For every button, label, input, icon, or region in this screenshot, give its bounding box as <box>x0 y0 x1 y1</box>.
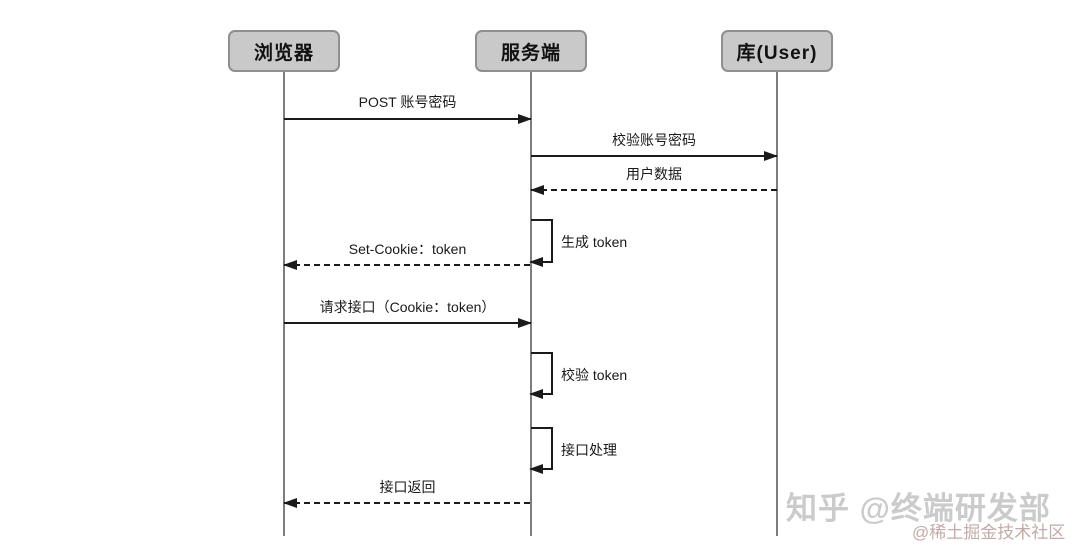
watermark-juejin: @稀土掘金技术社区 <box>912 523 1066 542</box>
lifeline-server <box>530 72 532 536</box>
actor-box-server: 服务端 <box>475 30 587 72</box>
actor-box-browser: 浏览器 <box>228 30 340 72</box>
arrowhead-right-icon <box>518 114 532 124</box>
message-label-api-return: 接口返回 <box>379 479 436 495</box>
message-label-api-processing: 接口处理 <box>561 442 617 458</box>
message-arrow-api-return <box>283 498 531 508</box>
actor-label-server: 服务端 <box>500 42 561 64</box>
self-call-loop-verify-token <box>529 352 553 399</box>
message-arrow-post-credentials <box>284 114 532 124</box>
message-label-user-data: 用户数据 <box>626 166 682 182</box>
message-label-verify-credentials: 校验账号密码 <box>612 132 696 148</box>
message-label-request-api: 请求接口（Cookie：token） <box>319 299 496 315</box>
arrowhead-left-icon <box>529 464 543 474</box>
message-arrow-user-data <box>530 185 777 195</box>
arrowhead-left-icon <box>529 389 543 399</box>
message-label-post-credentials: POST 账号密码 <box>358 94 457 110</box>
message-arrow-request-api <box>284 318 532 328</box>
arrowhead-left-icon <box>283 260 297 270</box>
message-arrow-set-cookie <box>283 260 531 270</box>
self-call-loop-api-processing <box>529 427 553 474</box>
lifeline-browser <box>283 72 285 536</box>
message-label-set-cookie: Set-Cookie：token <box>348 241 467 257</box>
actor-box-db-user: 库(User) <box>721 30 833 72</box>
arrowhead-left-icon <box>529 257 543 267</box>
arrowhead-left-icon <box>283 498 297 508</box>
arrowhead-left-icon <box>530 185 544 195</box>
actor-label-db-user: 库(User) <box>736 42 818 64</box>
lifeline-db-user <box>776 72 778 536</box>
message-arrow-verify-credentials <box>531 151 778 161</box>
message-label-generate-token: 生成 token <box>561 234 628 250</box>
actor-label-browser: 浏览器 <box>253 42 314 64</box>
watermark-zhihu: 知乎 @终端研发部 <box>786 491 1051 526</box>
self-call-loop-generate-token <box>529 219 553 267</box>
arrowhead-right-icon <box>518 318 532 328</box>
message-label-verify-token: 校验 token <box>561 367 628 383</box>
arrowhead-right-icon <box>764 151 778 161</box>
